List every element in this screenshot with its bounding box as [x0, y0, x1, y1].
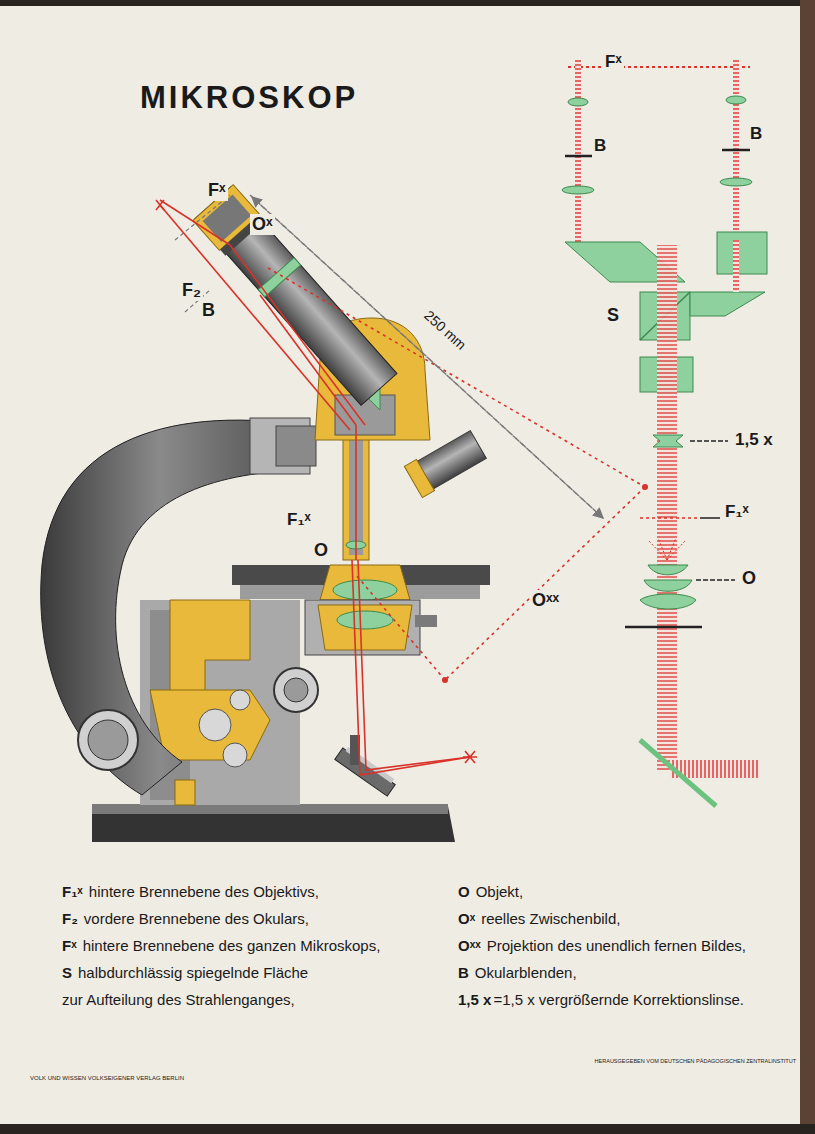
legend-symbol: Oˣ	[458, 910, 475, 927]
lens-label: 1,5 x	[733, 430, 775, 450]
legend-text: hintere Brennebene des Objektivs,	[89, 883, 319, 900]
object-label: O	[312, 540, 330, 561]
legend-symbol: O	[458, 883, 470, 900]
publisher-note: VOLK UND WISSEN VOLKSEIGENER VERLAG BERL…	[30, 1075, 184, 1082]
focal-plane-label: F₁ˣ	[723, 502, 751, 522]
diaphragm-label: B	[748, 124, 764, 144]
legend-text: =1,5 x vergrößernde Korrektionslinse.	[493, 991, 744, 1008]
legend-symbol: B	[458, 964, 469, 981]
diaphragm-label: B	[200, 300, 217, 321]
legend-symbol: F₁ˣ	[62, 883, 83, 900]
legend-symbol: Fˣ	[62, 937, 77, 954]
legend-symbol: F₂	[62, 910, 78, 927]
dimension-label: 250 mm	[420, 306, 471, 354]
legend-text: reelles Zwischenbild,	[481, 910, 620, 927]
legend-symbol: 1,5 x	[458, 991, 491, 1008]
image-label: Oˣ	[250, 214, 275, 235]
focal-plane-label: Fˣ	[603, 52, 624, 72]
object-label: O	[740, 568, 758, 589]
legend-text: hintere Brennebene des ganzen Mikroskops…	[83, 937, 381, 954]
image-label: Oˣˣ	[530, 590, 561, 611]
legend-symbol: Oˣˣ	[458, 937, 481, 954]
legend-text: zur Aufteilung des Strahlenganges,	[62, 991, 295, 1008]
legend-text: halbdurchlässig spiegelnde Fläche	[78, 964, 308, 981]
poster-title: MIKROSKOP	[140, 80, 358, 116]
focal-plane-label: Fˣ	[206, 180, 228, 201]
legend-text: Projektion des unendlich fernen Bildes,	[487, 937, 746, 954]
focal-plane-label: F₂	[180, 280, 203, 301]
legend-text: vordere Brennebene des Okulars,	[84, 910, 309, 927]
legend-text: Okularblenden,	[475, 964, 577, 981]
legend-symbol: S	[62, 964, 72, 981]
mirror-label: S	[605, 305, 621, 326]
focal-plane-label: F₁ˣ	[285, 510, 313, 530]
legend-text: Objekt,	[476, 883, 524, 900]
publisher-note: HERAUSGEGEBEN VOM DEUTSCHEN PÄDAGOGISCHE…	[595, 1058, 796, 1064]
diaphragm-label: B	[592, 136, 608, 156]
